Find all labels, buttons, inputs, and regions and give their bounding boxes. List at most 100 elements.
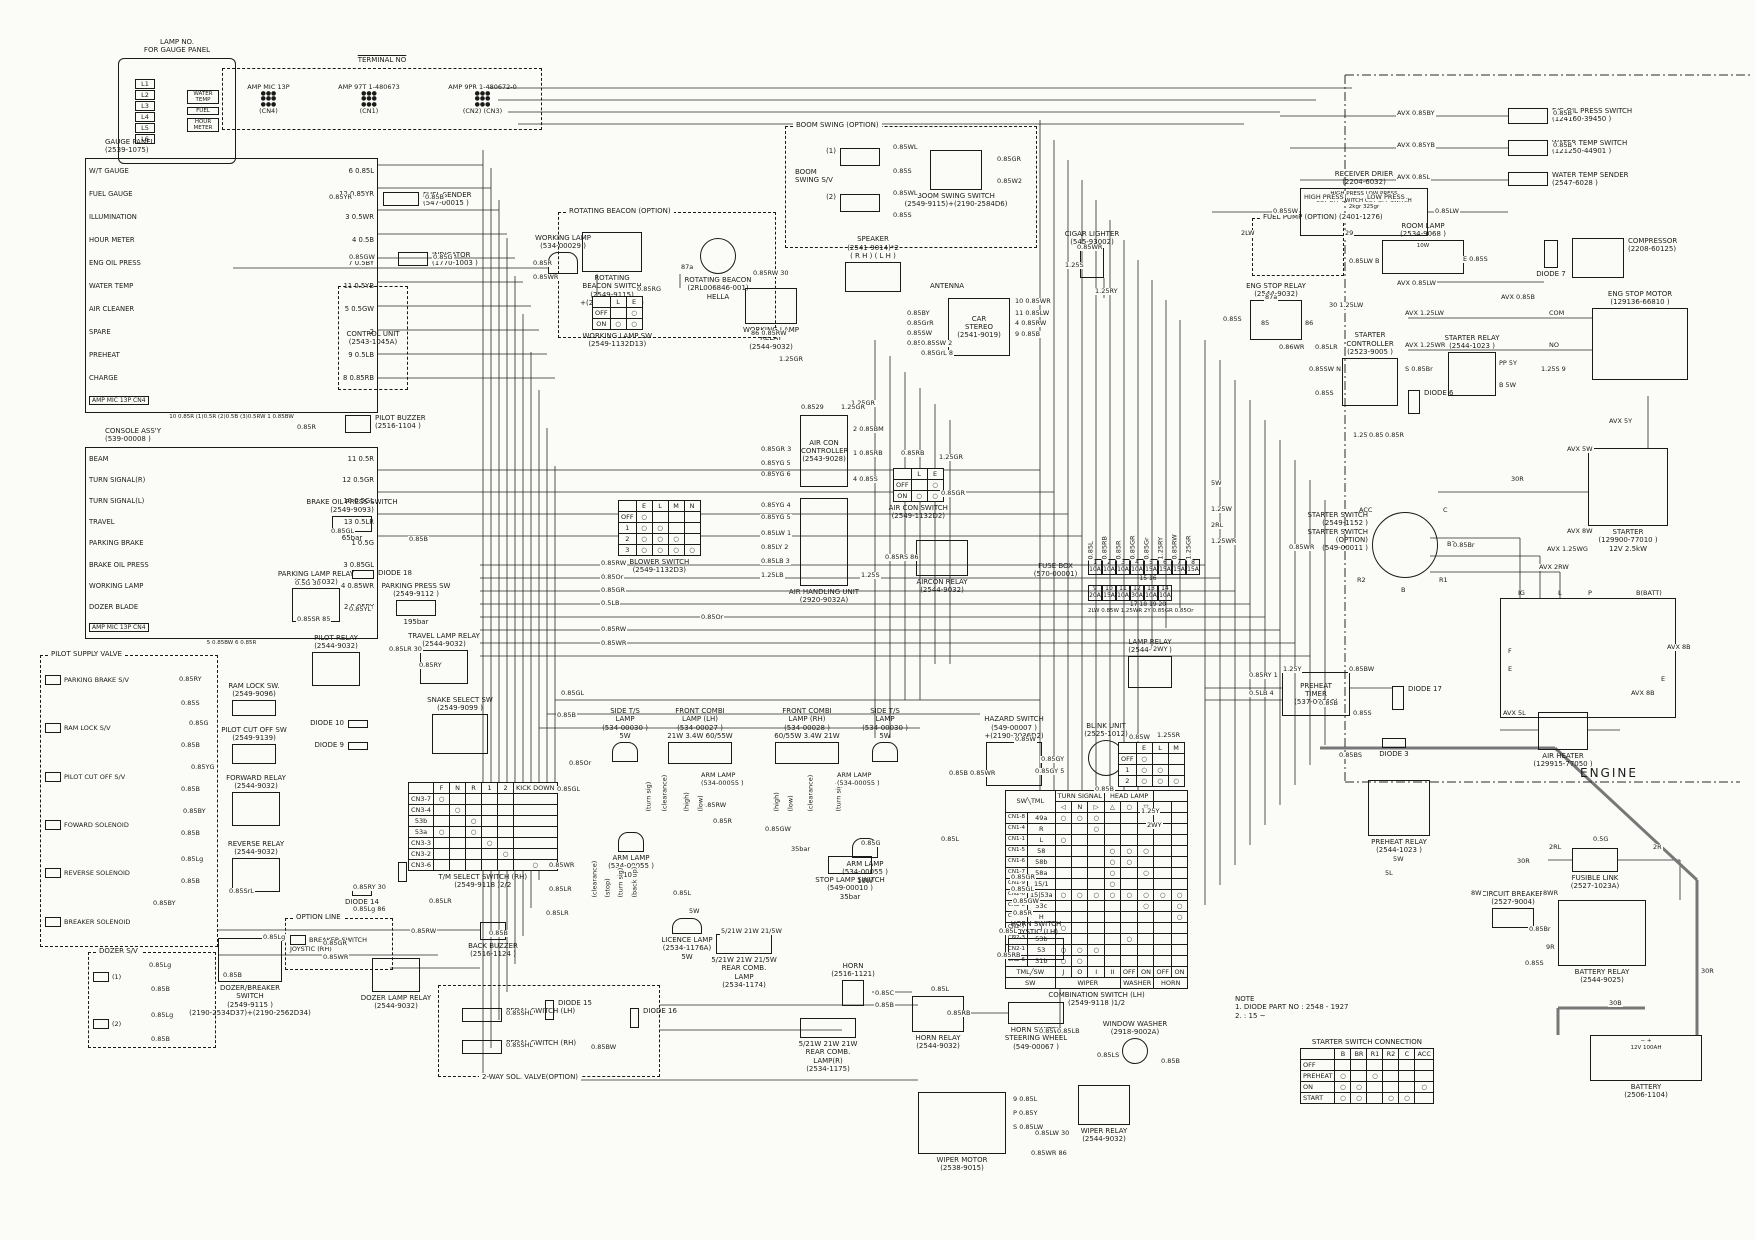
wire-label: 1.25GR <box>938 453 965 461</box>
aircon-relay-label: AIRCON RELAY (2544-9032) <box>916 578 968 595</box>
wire-label: 87a <box>1264 293 1279 301</box>
blower-switch-cell: ○ <box>635 522 653 534</box>
hazard-switch <box>986 742 1042 786</box>
wire-label: 0.85SHL <box>505 1041 535 1049</box>
comb-cell <box>1137 878 1155 890</box>
panel-item-name: HOUR METER <box>89 235 135 244</box>
boom-swing-sv-label: BOOM SWING S/V <box>795 168 833 185</box>
stop-lamp-switch-label: STOP LAMP SWITCH (549-00010 ) 35bar <box>815 876 885 901</box>
lamp-tag: WATER TEMP <box>187 90 219 104</box>
wire-label: AVX 0.85L <box>1396 173 1432 181</box>
comb-bcol: J <box>1054 966 1073 978</box>
wire-label: (534-00055 ) <box>836 779 881 787</box>
eg-oil-press-switch <box>1508 108 1548 124</box>
tm-select-switch-cell <box>433 859 451 871</box>
diode-15-label: DIODE 15 <box>558 999 592 1007</box>
wire-label: 1.25W <box>1210 505 1233 513</box>
boom-swing-sv-2 <box>840 194 880 212</box>
air-con-switch-cell: ○ <box>910 490 928 502</box>
tm-select-switch-cell <box>465 859 483 871</box>
blink-unit-label: BLINK UNIT (2525-1012) <box>1084 721 1128 738</box>
wire-label: 0.85B <box>1160 1057 1181 1065</box>
wire-label: 0.85SW <box>906 329 934 337</box>
wire-label: 0.85GrR <box>906 319 935 327</box>
tm-select-switch-cell <box>481 815 499 827</box>
comb-cell <box>1153 900 1173 912</box>
arm-lamp-l-label: ARM LAMP (534-00055 ) 10W <box>608 854 654 879</box>
wire-label: 0.85G <box>432 253 454 261</box>
two-way-sol-valve-title: 2-WAY SOL. VALVE(OPTION) <box>479 1073 582 1081</box>
compressor-label: COMPRESSOR (2208-60125) <box>1628 237 1678 254</box>
wire-label: 0.85BY <box>152 899 177 907</box>
battery-relay-label: BATTERY RELAY (2544-9025) <box>1574 968 1630 985</box>
comb-cell <box>1119 867 1139 879</box>
forward-relay-label: FORWARD RELAY (2544-9032) <box>226 773 286 790</box>
wire-label: 0.86WR <box>1278 343 1306 351</box>
tm-select-switch-col: F <box>433 782 451 794</box>
comb-cell: ○ <box>1071 812 1089 824</box>
wire-label: AVX 0.85LW <box>1396 279 1437 287</box>
wire-label: 5L <box>1384 869 1394 877</box>
wire-label: 0.85S <box>1524 959 1545 967</box>
horn-relay-label: HORN RELAY (2544-9032) <box>915 1034 961 1051</box>
conn-cell: ○ <box>1382 1092 1400 1104</box>
comb-cell <box>1137 933 1155 945</box>
panel-item-pin: 12 0.85YR <box>339 189 374 198</box>
lamp-relay-label: LAMP RELAY (2544-9032) <box>1128 637 1172 654</box>
diode-3-label: DIODE 3 <box>1379 750 1409 758</box>
comb-pin: CN1-5 <box>1005 845 1028 857</box>
wire-label: 4 0.85S <box>852 475 879 483</box>
group-item: PARKING BRAKE S/V <box>64 676 129 685</box>
wire-label: (high) <box>772 791 781 813</box>
panel-item-name: ENG OIL PRESS <box>89 258 141 267</box>
wire-label: 0.85WL <box>892 143 919 151</box>
speaker-label: SPEAKER (2541-9014)*2 ( R H ) ( L H ) <box>847 235 899 260</box>
panel-item-pin: 12 0.5GR <box>342 475 374 484</box>
wire-label: 0.85RY <box>178 675 203 683</box>
wire-label: 0.85B <box>556 711 577 719</box>
wire-label: (low) <box>696 794 705 813</box>
tm-select-switch-row-label: CN3-3 <box>407 837 435 849</box>
wire-label: 0.85B <box>874 1001 895 1009</box>
blower-switch-cell <box>651 511 669 523</box>
starter-switch-terminal: R2 <box>1357 576 1366 584</box>
wire-label: 85 <box>1260 319 1271 327</box>
comb-tml: R <box>1026 823 1056 835</box>
connector-icon: ●●● ●●● ●●● <box>474 89 491 108</box>
comb-cell <box>1087 878 1105 890</box>
pedal-switch-rh <box>462 1040 502 1054</box>
alternator-terminal: IG <box>1518 589 1525 597</box>
wire-label: 0.85GR <box>940 489 967 497</box>
wire <box>1553 746 1699 882</box>
wire-label: 0.85WR <box>600 639 628 647</box>
preheat-relay <box>1368 780 1430 836</box>
wire-label: 0.5LB 4 <box>1248 689 1275 697</box>
panel-item-name: PARKING BRAKE <box>89 539 144 548</box>
comb-pin: CN1-4 <box>1005 823 1028 835</box>
conn-col: ACC <box>1414 1048 1434 1060</box>
comb-cell <box>1087 834 1105 846</box>
comb-sym: ▷ <box>1087 801 1105 813</box>
diode-17 <box>1392 686 1404 710</box>
comb-bcol: I <box>1087 966 1105 978</box>
comb-cell: ○ <box>1103 878 1121 890</box>
starter-relay-label: STARTER RELAY (2544-1023 ) <box>1444 333 1500 350</box>
comb-cell <box>1103 933 1121 945</box>
aircon-relay <box>916 540 968 576</box>
lamp-switch-cell: ○ <box>1151 775 1169 787</box>
tm-select-switch-cell <box>449 815 467 827</box>
comb-cell: ○ <box>1119 845 1139 857</box>
comb-cell <box>1119 955 1139 967</box>
wire-label: 0.85YR <box>328 193 353 201</box>
wire-label: 0.85B <box>1094 785 1115 793</box>
comb-cell <box>1171 878 1189 890</box>
horn-switch-joystic <box>1008 938 1064 960</box>
stop-lamp-switch <box>828 856 872 874</box>
comb-bgroup: WASHER <box>1119 977 1155 989</box>
starter-switch-terminal: R1 <box>1439 576 1448 584</box>
